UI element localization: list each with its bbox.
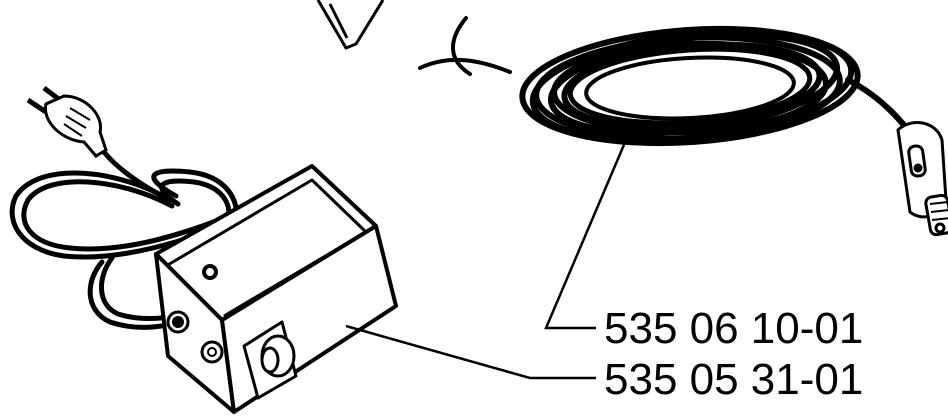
leader-box <box>345 324 596 380</box>
leader-lines <box>345 139 628 380</box>
coiled-cable <box>418 16 911 147</box>
part-number-label: 535 05 31-01 <box>604 355 863 404</box>
leader-cable <box>544 139 628 330</box>
power-plug <box>26 86 108 158</box>
part-number-label: 535 06 10-01 <box>604 304 863 353</box>
cropped-tool-fragment <box>316 0 385 50</box>
part-labels: 535 06 10-01 535 05 31-01 <box>604 304 863 404</box>
cable-connector <box>896 121 948 237</box>
control-box <box>154 164 398 414</box>
